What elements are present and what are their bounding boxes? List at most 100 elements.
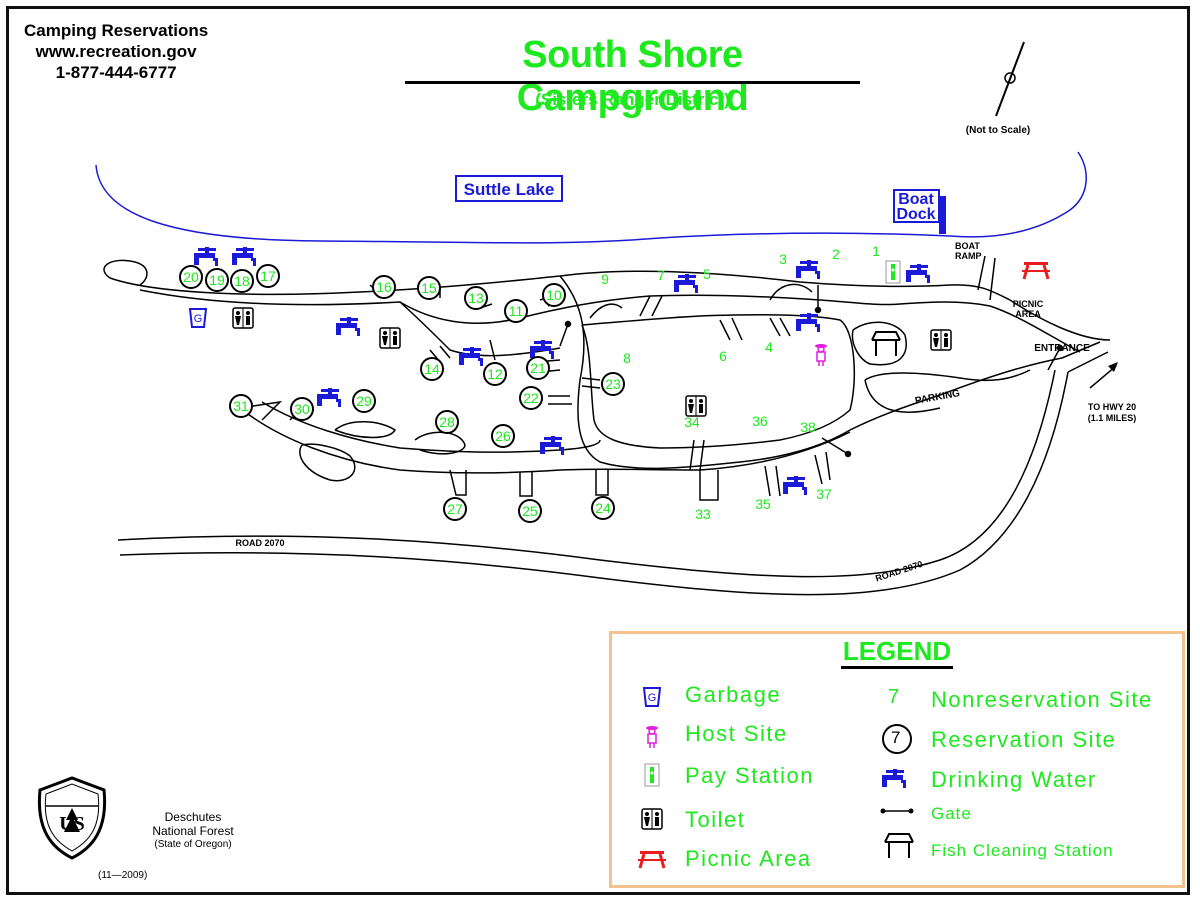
reservation-site-16[interactable]: 16 [372,275,396,299]
reservation-site-label: 11 [509,303,524,319]
reservation-site-label: 18 [234,273,250,289]
picnic-area-label-1: PICNIC [1013,299,1044,309]
reservation-site-28[interactable]: 28 [435,410,459,434]
reservation-site-label: 12 [487,366,503,382]
reservation-site-23[interactable]: 23 [601,372,625,396]
map-frame [6,6,1190,895]
nonreservation-site-38[interactable]: 38 [800,419,816,435]
map-subtitle: (Sisters Ranger District) [535,90,730,109]
legend-picnic-icon [636,849,668,870]
nonreservation-site-8[interactable]: 8 [623,350,631,366]
nonreservation-site-3[interactable]: 3 [779,251,787,267]
parking-label: PARKING [914,388,961,407]
legend-drinking-water-icon [882,769,906,788]
reservation-site-24[interactable]: 24 [591,496,615,520]
reservation-site-label: 29 [356,393,372,409]
reservation-site-21[interactable]: 21 [526,356,550,380]
nonreservation-site-33[interactable]: 33 [695,506,711,522]
forest-line-1: Deschutes [164,810,222,824]
reservation-site-20[interactable]: 20 [179,265,203,289]
reservation-site-11[interactable]: 11 [504,299,528,323]
reservation-site-10[interactable]: 10 [542,283,566,307]
drinking-water-icon [674,274,698,293]
legend-picnic-area-label: Picnic Area [685,846,812,871]
legend-toilet-label: Toilet [685,807,746,832]
legend-host-site-label: Host Site [685,721,788,746]
boat-dock-label-2: Dock [896,206,935,223]
reservation-site-31[interactable]: 31 [229,394,253,418]
host-site-icon [814,343,828,367]
reservation-site-25[interactable]: 25 [518,499,542,523]
legend-pay-station-label: Pay Station [685,763,815,788]
reservation-site-15[interactable]: 15 [417,276,441,300]
drinking-water-icon [783,476,807,495]
reservation-site-label: 22 [523,390,539,406]
reservation-site-29[interactable]: 29 [352,389,376,413]
title-underline [405,81,860,84]
legend-nonres-symbol: 7 [888,686,900,708]
nonreservation-site-markers: 9 7 5 3 2 1 8 6 4 34 36 38 33 35 37 [601,243,880,522]
legend-drinking-water-label: Drinking Water [931,767,1097,792]
entrance-label: ENTRANCE [1034,343,1090,354]
drinking-water-icon [540,436,564,455]
reservation-info: Camping Reservations www.recreation.gov … [24,20,208,83]
usfs-shield-logo: US [37,776,107,860]
reservation-heading: Camping Reservations [24,21,209,40]
reservation-site-14[interactable]: 14 [420,357,444,381]
reservation-site-13[interactable]: 13 [464,286,488,310]
boat-dock-box [893,189,940,223]
nonreservation-site-5[interactable]: 5 [703,266,711,282]
nonreservation-site-2[interactable]: 2 [832,246,840,262]
reservation-site-26[interactable]: 26 [491,424,515,448]
nonreservation-site-6[interactable]: 6 [719,348,727,364]
reservation-site-label: 15 [421,280,437,296]
legend-host-site-icon [645,725,659,749]
reservation-site-label: 31 [233,398,249,414]
reservation-site-18[interactable]: 18 [230,269,254,293]
reservation-site-label: 13 [468,290,484,306]
reservation-website[interactable]: www.recreation.gov [35,42,197,61]
reservation-site-label: 24 [595,500,611,516]
drinking-water-icon [459,347,483,366]
forest-name: Deschutes National Forest (State of Oreg… [128,810,258,852]
nonreservation-site-7[interactable]: 7 [657,267,665,283]
reservation-site-19[interactable]: 19 [205,268,229,292]
reservation-site-27[interactable]: 27 [443,497,467,521]
reservation-site-30[interactable]: 30 [290,397,314,421]
boat-dock-label-1: Boat [898,191,934,208]
boat-dock-pier [939,196,946,234]
to-hwy-label-1: TO HWY 20 [1088,402,1136,412]
pay-station-icon [885,260,901,284]
reservation-site-22[interactable]: 22 [519,386,543,410]
road-label-west: ROAD 2070 [235,538,284,548]
toilet-icon [379,327,401,349]
legend-gate-label: Gate [931,804,972,823]
date-code: (11—2009) [98,870,148,881]
nonreservation-site-9[interactable]: 9 [601,271,609,287]
nonreservation-site-35[interactable]: 35 [755,496,771,512]
drinking-water-icon [906,264,930,283]
fish-cleaning-station-icon [871,331,901,357]
reservation-site-label: 27 [447,501,463,517]
legend-title: LEGEND [612,636,1182,669]
reservation-site-label: 30 [294,401,310,417]
reservation-site-label: 17 [260,268,276,284]
nonreservation-site-4[interactable]: 4 [765,339,773,355]
nonreservation-site-37[interactable]: 37 [816,486,832,502]
boat-ramp-label-2: RAMP [955,251,982,261]
garbage-icon [189,308,207,328]
legend-res-symbol: 7 [891,728,901,747]
hwy-direction-arrow-icon [1089,362,1118,389]
toilet-icon [685,395,707,417]
legend-fish-cleaning-icon [884,833,914,859]
lake-shoreline [95,151,1087,244]
reservation-site-17[interactable]: 17 [256,264,280,288]
reservation-site-label: 10 [546,287,562,303]
reservation-site-label: 28 [439,414,455,430]
nonreservation-site-1[interactable]: 1 [872,243,880,259]
nonreservation-site-36[interactable]: 36 [752,413,768,429]
nonreservation-site-34[interactable]: 34 [684,414,700,430]
legend-fish-cleaning-label: Fish Cleaning Station [931,841,1114,860]
reservation-site-12[interactable]: 12 [483,362,507,386]
drinking-water-icon [530,340,554,359]
